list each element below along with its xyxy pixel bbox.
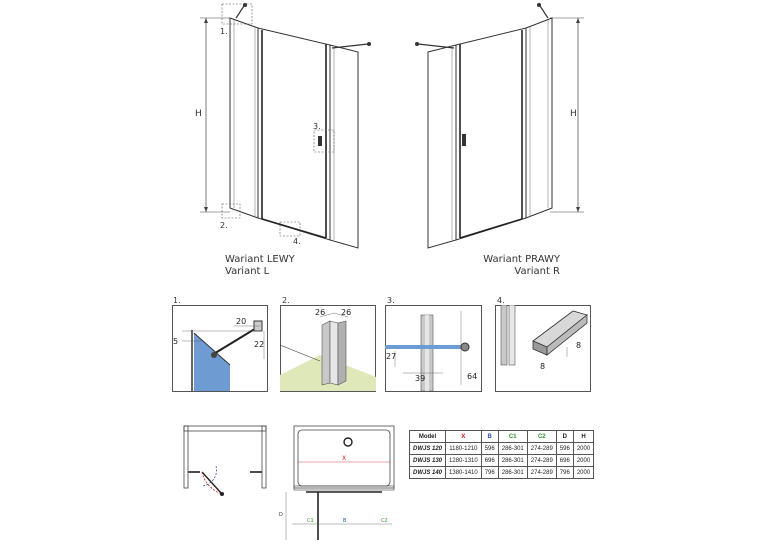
- variant-right-label-1: Wariant PRAWY: [483, 254, 560, 265]
- detail-3-number: 3.: [387, 296, 395, 305]
- table-cell-d: 796: [555, 466, 574, 479]
- plan-label-c2: C2: [381, 518, 388, 524]
- table-cell-c1: 286-301: [497, 466, 528, 479]
- table-cell-x: 1380-1410: [445, 466, 482, 479]
- detail-4-dim-b: 8: [540, 362, 546, 371]
- callout-3-label: 3.: [313, 122, 321, 131]
- spec-header-c1: C1: [497, 430, 528, 443]
- table-cell-x: 1180-1210: [445, 442, 482, 455]
- table-cell-b: 796: [480, 466, 499, 479]
- spec-header-c2: C2: [526, 430, 557, 443]
- detail-1-dim-left: 5: [173, 337, 179, 346]
- table-cell-h: 2000: [572, 442, 595, 455]
- table-row: DWJS 130 1280-1310 696 286-301 274-289 6…: [408, 454, 595, 467]
- detail-4-dim-a: 8: [576, 341, 582, 350]
- callout-2-label: 2.: [220, 221, 228, 230]
- plan-label-b: B: [343, 518, 347, 524]
- spec-header-b: B: [480, 430, 499, 443]
- detail-3-dim-c: 64: [467, 372, 478, 381]
- table-cell-h: 2000: [572, 454, 595, 467]
- detail-2-image: [280, 305, 376, 392]
- detail-3-dim-b: 39: [415, 374, 426, 383]
- spec-header-h: H: [572, 430, 595, 443]
- table-cell-model: DWJS 120: [408, 442, 447, 455]
- variant-right-label-2: Variant R: [514, 266, 560, 277]
- detail-3-image: [385, 305, 482, 392]
- table-cell-d: 696: [555, 454, 574, 467]
- spec-table: Model X B C1 C2 D H DWJS 120 1180-1210 5…: [408, 430, 595, 479]
- height-label-left: H: [195, 109, 202, 119]
- table-cell-b: 696: [480, 454, 499, 467]
- table-cell-x: 1280-1310: [445, 454, 482, 467]
- detail-4-image: [495, 305, 591, 392]
- callout-1-label: 1.: [220, 27, 228, 36]
- detail-1-dim-right: 22: [254, 340, 265, 349]
- table-cell-d: 596: [555, 442, 574, 455]
- plan-label-c1: C1: [307, 518, 314, 524]
- plan-view-swing: [183, 425, 267, 496]
- detail-1-dim-top: 20: [236, 317, 247, 326]
- detail-2-dim-b: 26: [341, 308, 352, 317]
- variant-left-label-1: Wariant LEWY: [225, 254, 295, 265]
- detail-2-number: 2.: [282, 296, 290, 305]
- callout-4-label: 4.: [293, 237, 301, 246]
- plan-view-dimensions: [285, 425, 395, 540]
- detail-1-number: 1.: [173, 296, 181, 305]
- table-row: DWJS 140 1380-1410 796 286-301 274-289 7…: [408, 466, 595, 479]
- table-cell-b: 596: [480, 442, 499, 455]
- spec-header-model: Model: [408, 430, 447, 443]
- left-variant-drawing: [200, 3, 371, 249]
- detail-2-dim-a: 26: [315, 308, 326, 317]
- variant-left-label-2: Variant L: [225, 266, 270, 277]
- table-cell-model: DWJS 130: [408, 454, 447, 467]
- plan-label-x: X: [342, 455, 347, 462]
- spec-header-x: X: [445, 430, 482, 443]
- table-cell-c1: 286-301: [497, 454, 528, 467]
- detail-1-image: [172, 305, 268, 392]
- spec-header-d: D: [555, 430, 574, 443]
- table-row: DWJS 120 1180-1210 596 286-301 274-289 5…: [408, 442, 595, 455]
- table-cell-c2: 274-289: [526, 466, 557, 479]
- table-cell-c1: 286-301: [497, 442, 528, 455]
- table-cell-model: DWJS 140: [408, 466, 447, 479]
- detail-3-dim-a: 27: [386, 352, 397, 361]
- plan-label-d: D: [279, 512, 283, 518]
- table-cell-c2: 274-289: [526, 442, 557, 455]
- table-cell-c2: 274-289: [526, 454, 557, 467]
- table-cell-h: 2000: [572, 466, 595, 479]
- detail-4-number: 4.: [497, 296, 505, 305]
- spec-table-header-row: Model X B C1 C2 D H: [408, 430, 595, 443]
- right-variant-drawing: [415, 3, 584, 249]
- height-label-right: H: [570, 109, 577, 119]
